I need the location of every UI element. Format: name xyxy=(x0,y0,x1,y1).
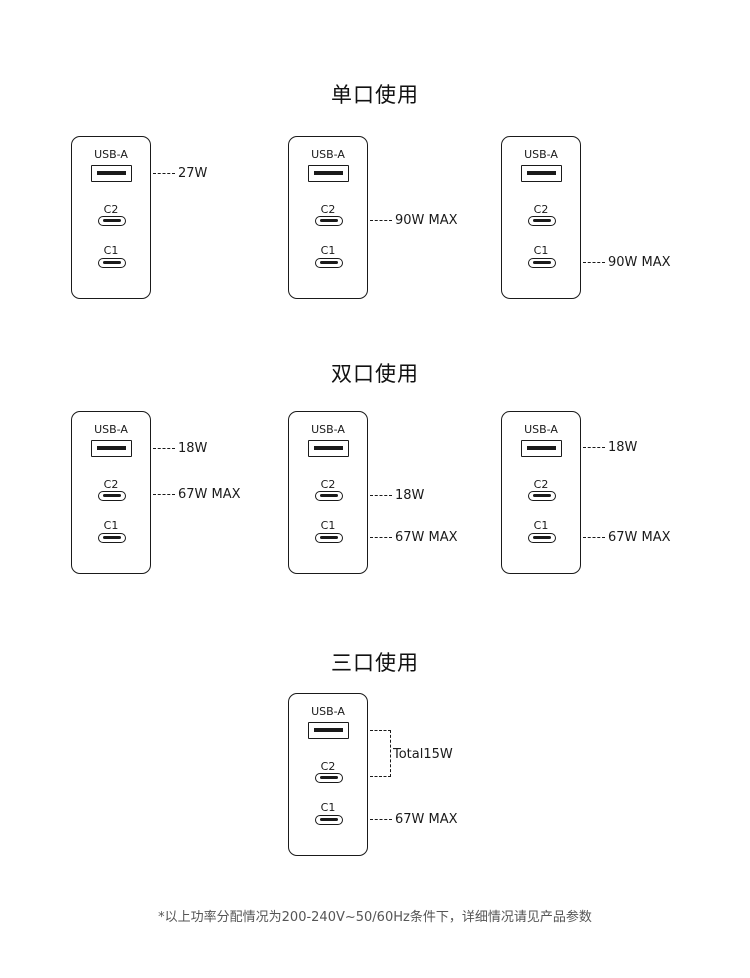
usb-c-port-icon xyxy=(98,491,126,501)
c1-label: C1 xyxy=(320,519,336,532)
charger-diagram: USB-A C2 C1 xyxy=(501,136,581,299)
c1-label: C1 xyxy=(320,801,336,814)
usb-c-port-icon xyxy=(315,216,343,226)
usb-c-port-icon xyxy=(528,533,556,543)
charger-diagram: USB-A C2 C1 xyxy=(288,136,368,299)
usb-c-port-icon xyxy=(315,533,343,543)
callout-text: 67W MAX xyxy=(395,811,458,827)
usba-label: USB-A xyxy=(94,423,128,436)
usba-label: USB-A xyxy=(311,705,345,718)
c2-label: C2 xyxy=(103,478,119,491)
c1-label: C1 xyxy=(320,244,336,257)
callout-text: Total15W xyxy=(393,746,453,762)
c1-label: C1 xyxy=(533,244,549,257)
callout-text: 18W xyxy=(395,487,425,503)
callout-text: 90W MAX xyxy=(395,212,458,228)
dashed-leader-line xyxy=(370,536,392,538)
usb-c-port-icon xyxy=(528,258,556,268)
power-callout: 67W MAX xyxy=(153,486,241,502)
power-callout: 18W xyxy=(153,440,207,456)
usb-a-port-icon xyxy=(308,165,349,182)
section-title-single: 单口使用 xyxy=(331,83,419,107)
callout-text: 67W MAX xyxy=(608,529,671,545)
dashed-leader-line xyxy=(370,219,392,221)
total-callout: Total15W xyxy=(393,746,453,762)
usb-c-port-icon xyxy=(98,533,126,543)
c1-label: C1 xyxy=(103,519,119,532)
power-callout: 67W MAX xyxy=(370,529,458,545)
callout-text: 18W xyxy=(178,440,208,456)
callout-text: 90W MAX xyxy=(608,254,671,270)
power-callout: 18W xyxy=(583,439,637,455)
dashed-leader-line xyxy=(153,172,175,174)
dashed-leader-line xyxy=(583,261,605,263)
charger-diagram: USB-A C2 C1 xyxy=(288,411,368,574)
usb-c-port-icon xyxy=(528,216,556,226)
usba-label: USB-A xyxy=(524,148,558,161)
section-title-dual: 双口使用 xyxy=(331,362,419,386)
c1-label: C1 xyxy=(533,519,549,532)
dashed-leader-line xyxy=(153,447,175,449)
c2-label: C2 xyxy=(533,478,549,491)
usb-c-port-icon xyxy=(315,773,343,783)
usba-label: USB-A xyxy=(311,148,345,161)
callout-text: 67W MAX xyxy=(178,486,241,502)
power-callout: 27W xyxy=(153,165,207,181)
usb-a-port-icon xyxy=(521,165,562,182)
usb-c-port-icon xyxy=(315,491,343,501)
dashed-leader-line xyxy=(583,536,605,538)
dashed-leader-line xyxy=(370,818,392,820)
callout-text: 18W xyxy=(608,439,638,455)
c2-label: C2 xyxy=(320,760,336,773)
dashed-leader-line xyxy=(583,446,605,448)
usb-a-port-icon xyxy=(308,722,349,739)
c1-label: C1 xyxy=(103,244,119,257)
power-callout: 67W MAX xyxy=(583,529,671,545)
charger-diagram: USB-A C2 C1 xyxy=(501,411,581,574)
dashed-leader-line xyxy=(153,493,175,495)
c2-label: C2 xyxy=(320,478,336,491)
usb-c-port-icon xyxy=(98,258,126,268)
charger-diagram: USB-A C2 C1 xyxy=(288,693,368,856)
callout-text: 27W xyxy=(178,165,208,181)
section-title-triple: 三口使用 xyxy=(331,651,419,675)
dashed-bracket xyxy=(370,730,391,777)
usb-a-port-icon xyxy=(91,165,132,182)
usba-label: USB-A xyxy=(94,148,128,161)
c2-label: C2 xyxy=(320,203,336,216)
power-callout: 18W xyxy=(370,487,424,503)
charger-diagram: USB-A C2 C1 xyxy=(71,136,151,299)
usba-label: USB-A xyxy=(311,423,345,436)
usb-c-port-icon xyxy=(315,258,343,268)
usba-label: USB-A xyxy=(524,423,558,436)
footnote: *以上功率分配情况为200-240V~50/60Hz条件下，详细情况请见产品参数 xyxy=(158,910,592,925)
usb-c-port-icon xyxy=(98,216,126,226)
power-callout: 90W MAX xyxy=(583,254,671,270)
usb-a-port-icon xyxy=(308,440,349,457)
charger-diagram: USB-A C2 C1 xyxy=(71,411,151,574)
c2-label: C2 xyxy=(533,203,549,216)
dashed-leader-line xyxy=(370,494,392,496)
usb-a-port-icon xyxy=(91,440,132,457)
power-callout: 90W MAX xyxy=(370,212,458,228)
usb-a-port-icon xyxy=(521,440,562,457)
power-callout: 67W MAX xyxy=(370,811,458,827)
c2-label: C2 xyxy=(103,203,119,216)
usb-c-port-icon xyxy=(315,815,343,825)
callout-text: 67W MAX xyxy=(395,529,458,545)
usb-c-port-icon xyxy=(528,491,556,501)
